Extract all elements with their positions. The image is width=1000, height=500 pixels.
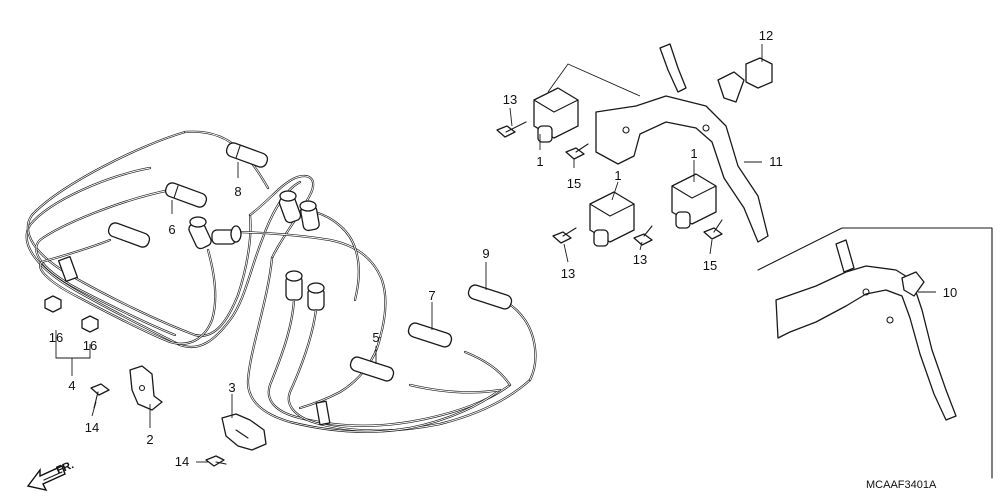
front-direction-indicator: FR. <box>26 459 76 492</box>
coil-boot-d <box>299 200 320 232</box>
ignition-wire-center <box>226 174 387 340</box>
leader-lines <box>55 44 936 463</box>
callout-4: 4 <box>68 378 75 393</box>
diagram-code: MCAAF3401A <box>866 479 937 491</box>
clip-16-right <box>81 315 99 333</box>
callout-1-right: 1 <box>690 146 697 161</box>
callout-8: 8 <box>234 184 241 199</box>
callout-14-lower: 14 <box>175 454 189 469</box>
plug-cap-7 <box>407 322 453 348</box>
ignition-wire-set-lower <box>246 256 537 433</box>
callout-9: 9 <box>482 246 489 261</box>
plug-cap-5 <box>349 356 395 382</box>
coil-boot-f <box>307 282 325 311</box>
callout-7: 7 <box>428 288 435 303</box>
clip-12 <box>745 57 773 89</box>
callout-5: 5 <box>372 330 379 345</box>
callout-10: 10 <box>943 285 957 300</box>
plug-cap-left <box>107 222 151 248</box>
callout-13-top: 13 <box>503 92 517 107</box>
callout-3: 3 <box>228 380 235 395</box>
coil-boot-a <box>188 216 212 250</box>
inset-frame <box>757 227 993 479</box>
coil-boot-b <box>211 225 242 245</box>
front-arrow-icon <box>26 465 66 492</box>
callout-2: 2 <box>146 432 153 447</box>
coil-bracket-10 <box>775 239 957 421</box>
bracket-3 <box>221 413 267 451</box>
callout-15-right: 15 <box>703 258 717 273</box>
coil-boot-c <box>278 190 302 224</box>
coil-bracket-11 <box>595 43 769 243</box>
clip-16-left <box>44 295 62 313</box>
callout-16-left: 16 <box>49 330 63 345</box>
callout-13-mid: 13 <box>633 252 647 267</box>
plug-cap-8 <box>225 142 269 168</box>
bracket-2 <box>129 365 163 411</box>
bolt-14-lower <box>205 455 227 467</box>
callout-6: 6 <box>168 222 175 237</box>
ignition-coil-1-mid <box>589 191 635 247</box>
callout-13-bottom: 13 <box>561 266 575 281</box>
callout-11: 11 <box>769 154 783 169</box>
callout-numbers: 8 6 9 7 5 3 2 14 14 16 16 4 13 1 15 1 13… <box>49 28 957 469</box>
plug-cap-6 <box>164 182 208 208</box>
bolt-13-mid <box>633 225 653 246</box>
callout-12: 12 <box>759 28 773 43</box>
ignition-coil-1-right <box>671 173 717 229</box>
callout-14-upper: 14 <box>85 420 99 435</box>
plug-cap-9 <box>467 284 513 310</box>
front-label: FR. <box>55 459 76 477</box>
bolt-13-bottom <box>552 227 577 244</box>
bolt-13-top <box>496 121 527 138</box>
coil-boot-e <box>285 270 303 301</box>
bolt-15-left <box>565 143 589 160</box>
callout-1-top: 1 <box>536 154 543 169</box>
ignition-wire-loop-4 <box>25 130 302 349</box>
callout-1-mid: 1 <box>614 168 621 183</box>
bolt-15-right <box>703 219 723 240</box>
callout-16-right: 16 <box>83 338 97 353</box>
ignition-coil-1-top <box>533 87 579 143</box>
bolt-14-upper <box>90 383 110 409</box>
callout-15-left: 15 <box>567 176 581 191</box>
